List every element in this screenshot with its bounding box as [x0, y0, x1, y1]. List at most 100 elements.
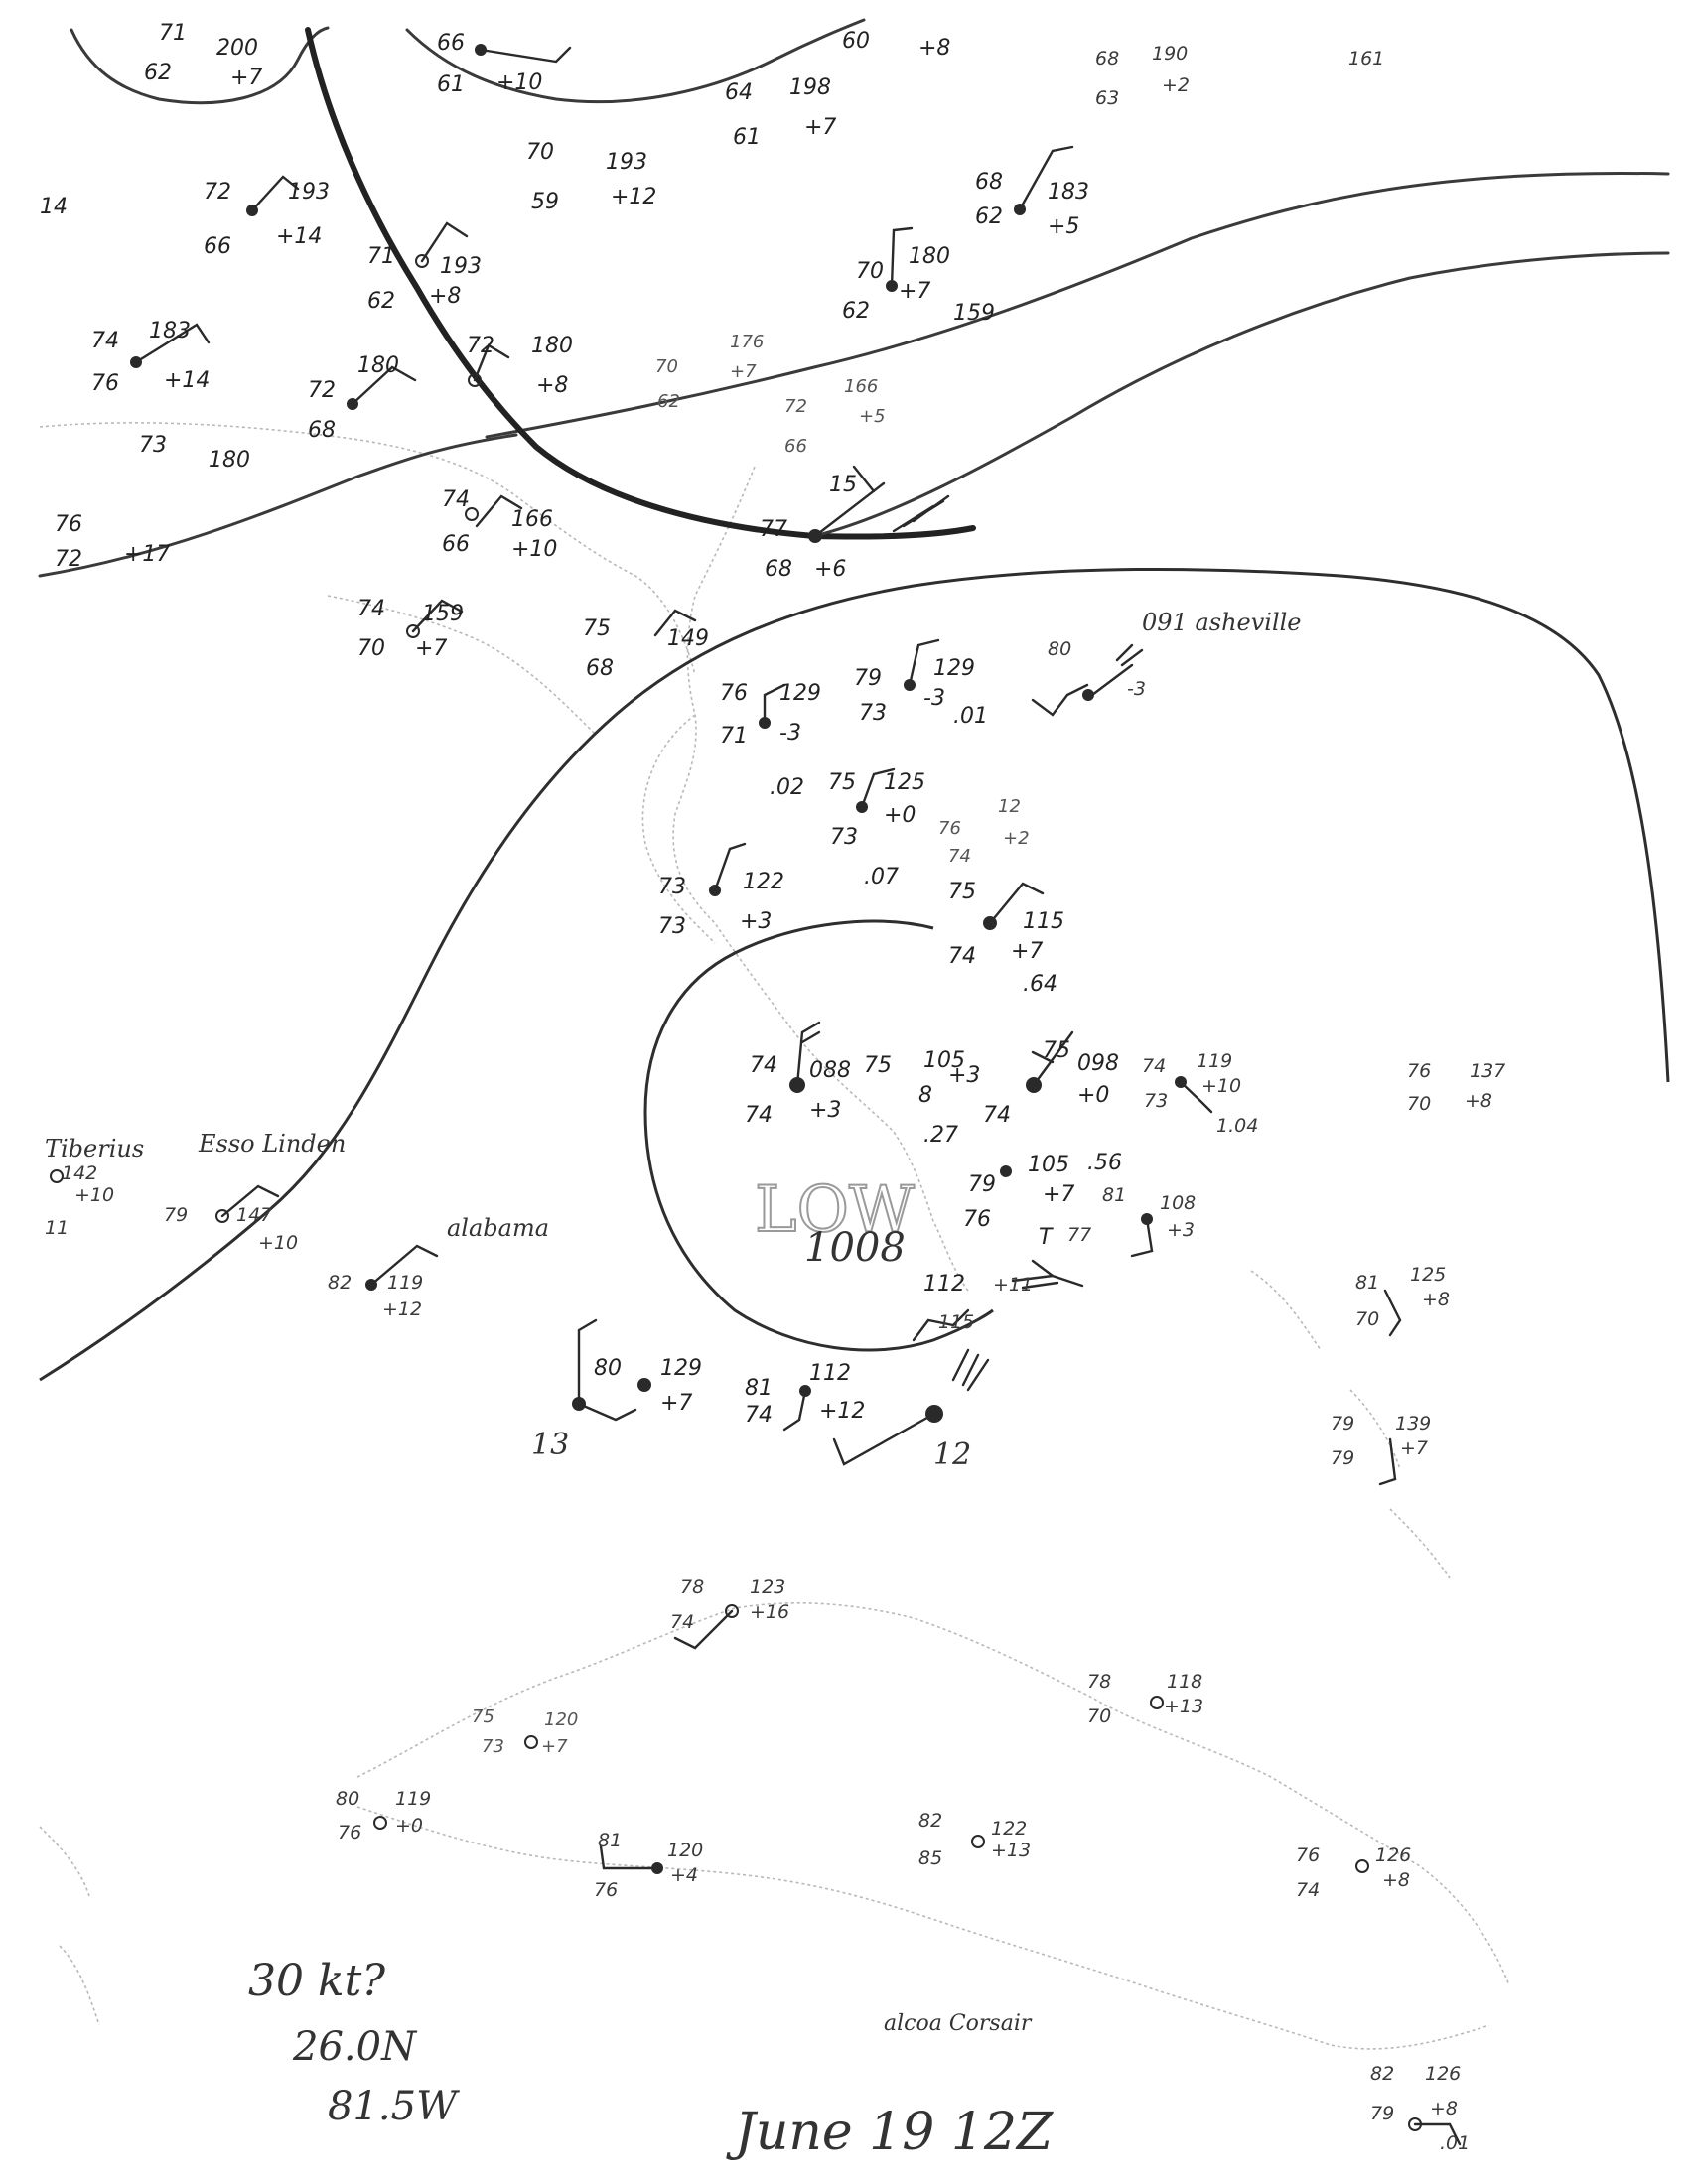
misc-label: 12	[933, 1437, 971, 1472]
station-dewpoint: 62	[367, 289, 395, 314]
station-dewpoint: 70	[1087, 1706, 1111, 1727]
station-precip: .02	[770, 775, 804, 800]
station-pressure: 120	[667, 1840, 703, 1861]
station-temp: 74	[357, 597, 385, 621]
station-temp: 75	[1043, 1038, 1070, 1063]
station-tendency: +7	[541, 1736, 568, 1757]
station-tendency: +17	[124, 542, 170, 567]
station-dewpoint: 74	[745, 1403, 773, 1428]
wind-barb	[1378, 1437, 1397, 1486]
coastlines	[39, 422, 1510, 2050]
station-pressure: 159	[953, 301, 995, 326]
station-pressure: 139	[1395, 1413, 1431, 1434]
low-label: LOW	[755, 1173, 915, 1247]
station-temp: 79	[854, 666, 882, 691]
station-dewpoint: 73	[859, 701, 887, 726]
station-observations: 71 62 200 +7 66 61 +10 64 61 198 +7 60 +…	[55, 21, 1505, 2154]
station-pressure: 126	[1425, 2063, 1461, 2085]
ship-name-esso-linden: Esso Linden	[198, 1130, 346, 1158]
station-marker	[50, 1169, 64, 1183]
wind-barb	[713, 842, 747, 892]
wind-barb	[795, 1021, 821, 1087]
station-temp: 74	[442, 487, 470, 512]
station-pressure: 115	[938, 1311, 974, 1333]
station-pressure: 129	[660, 1356, 702, 1381]
wind-barb	[473, 343, 510, 382]
station-temp: 76	[55, 512, 82, 537]
station-pressure: 129	[933, 656, 975, 681]
wind-barb	[1179, 1080, 1213, 1114]
wind-barb	[599, 1844, 659, 1870]
station-tendency: +13	[1164, 1696, 1203, 1717]
isobar-north-2	[405, 18, 866, 104]
station-tendency: +13	[991, 1840, 1031, 1861]
station-tendency: +10	[1201, 1075, 1241, 1097]
wind-barb	[369, 1244, 439, 1287]
ship-name-alcoa-corsair: alcoa Corsair	[884, 2011, 1033, 2036]
estimate-intensity: 30 kt?	[248, 1956, 385, 2006]
station-tendency: +2	[1162, 74, 1190, 96]
station-temp: 80	[336, 1788, 359, 1810]
wind-barb	[951, 1348, 990, 1392]
station-temp: 79	[1331, 1413, 1354, 1434]
station-dewpoint: 79	[1370, 2103, 1394, 2124]
station-tendency: -3	[779, 721, 801, 746]
station-pressure: 180	[531, 334, 573, 358]
misc-label: 11	[45, 1217, 69, 1239]
station-marker	[637, 1378, 651, 1392]
station-dewpoint: 73	[830, 825, 858, 850]
station-tendency: +14	[164, 368, 210, 393]
station-dewpoint: 63	[1095, 87, 1119, 109]
station-tendency: +10	[511, 537, 557, 562]
station-tendency: +12	[611, 185, 656, 209]
station-pressure: 123	[750, 1576, 785, 1598]
front-east-segment	[812, 251, 1670, 538]
station-pressure: 118	[1167, 1671, 1202, 1693]
station-temp: 81	[1102, 1184, 1126, 1206]
station-pressure: 105	[1028, 1153, 1069, 1177]
station-pressure: 119	[387, 1272, 423, 1294]
station-dewpoint: 62	[842, 299, 870, 324]
station-dewpoint: 68	[308, 418, 336, 443]
station-precip: .01	[953, 704, 988, 729]
station-tendency: +10	[496, 70, 542, 95]
station-temp: 76	[1296, 1844, 1320, 1866]
station-tendency: +2	[1003, 828, 1030, 849]
station-tendency: +7	[660, 1391, 692, 1416]
isobar-north	[70, 26, 330, 105]
station-pressure: 125	[1410, 1264, 1446, 1286]
isobar-low-closed	[643, 919, 994, 1352]
station-tendency: +3	[948, 1063, 980, 1088]
station-tendency: +7	[899, 279, 930, 304]
misc-label: 13	[531, 1428, 569, 1462]
station-dewpoint: 76	[963, 1207, 991, 1232]
station-dewpoint: 76	[338, 1822, 361, 1843]
station-temp: 79	[968, 1172, 996, 1197]
station-dewpoint: 74	[745, 1103, 773, 1128]
ship-name-alabama: alabama	[447, 1214, 549, 1242]
wind-barb	[1031, 683, 1089, 717]
station-precip: .27	[923, 1123, 958, 1148]
station-dewpoint: 74	[670, 1611, 694, 1633]
station-tendency: +12	[382, 1298, 422, 1320]
misc-label: 8	[918, 1083, 932, 1108]
wind-barb	[134, 323, 211, 364]
station-pressure: 193	[606, 150, 647, 175]
station-temp: 80	[594, 1356, 622, 1381]
station-temp: 70	[856, 259, 884, 284]
ship-name-asheville: 091 asheville	[1142, 609, 1302, 636]
station-pressure: 137	[1470, 1060, 1505, 1082]
station-dewpoint: 62	[144, 61, 172, 85]
station-temp: 72	[308, 378, 336, 403]
station-tendency: +0	[1077, 1083, 1109, 1108]
station-dewpoint: 74	[1296, 1879, 1320, 1901]
station-pressure: 176	[730, 332, 764, 352]
station-pressure: 088	[809, 1058, 851, 1083]
station-temp: 75	[828, 770, 856, 795]
station-pressure: 108	[1160, 1192, 1196, 1214]
station-dewpoint: 68	[765, 557, 792, 582]
station-dewpoint: 73	[1144, 1090, 1168, 1112]
station-marker	[465, 507, 479, 521]
station-pressure: 120	[544, 1709, 578, 1730]
